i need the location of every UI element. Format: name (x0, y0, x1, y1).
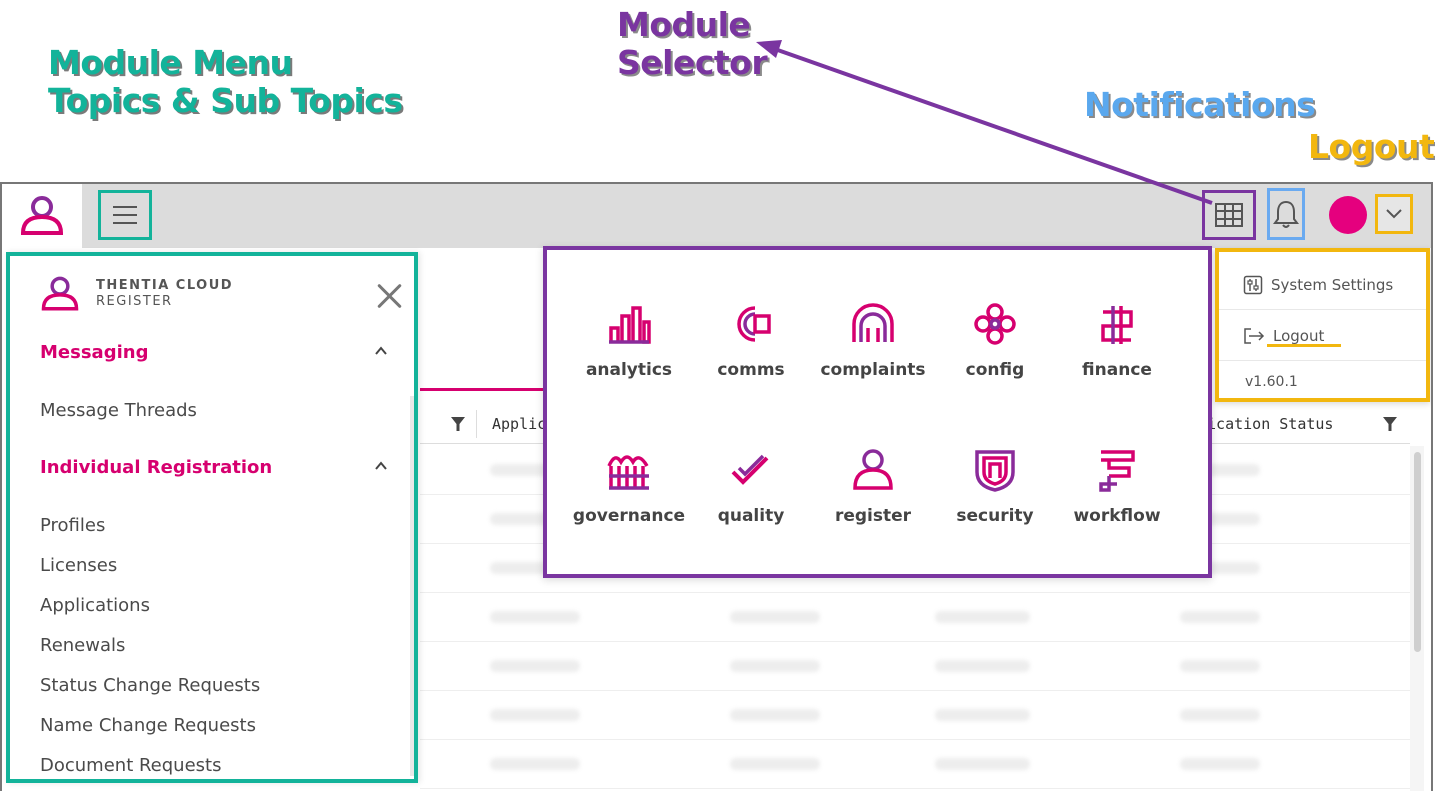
module-tile-comms[interactable]: comms (690, 302, 812, 380)
config-icon (974, 303, 1016, 345)
module-menu-annotation-line1: Module Menu (48, 43, 293, 82)
grid-icon (1215, 203, 1243, 227)
menu-item-status-change-requests[interactable]: Status Change Requests (40, 675, 261, 696)
module-tile-governance[interactable]: governance (568, 448, 690, 526)
sidebar-scrollbar[interactable] (410, 396, 414, 776)
menu-item-document-requests[interactable]: Document Requests (40, 755, 222, 776)
filter-icon[interactable] (1382, 416, 1398, 432)
notifications-button[interactable] (1267, 188, 1305, 240)
menu-item-renewals[interactable]: Renewals (40, 635, 126, 656)
complaints-icon (852, 303, 894, 342)
module-label-workflow: workflow (1073, 506, 1161, 526)
hamburger-icon (113, 206, 137, 208)
menu-group-messaging[interactable]: Messaging (40, 342, 149, 363)
system-settings-menu-item[interactable]: System Settings (1219, 260, 1426, 310)
brand: THENTIA CLOUD REGISTER (40, 274, 233, 314)
app-version: v1.60.1 (1245, 374, 1298, 390)
finance-icon (1101, 306, 1133, 344)
module-tile-quality[interactable]: quality (690, 448, 812, 526)
module-tile-register[interactable]: register (812, 448, 934, 526)
bell-icon (1273, 200, 1299, 228)
governance-icon (607, 455, 649, 490)
notifications-annotation: Notifications (1084, 85, 1316, 124)
logout-highlight (1267, 344, 1341, 347)
chevron-up-icon[interactable] (374, 459, 388, 473)
menu-item-name-change-requests[interactable]: Name Change Requests (40, 715, 256, 736)
module-label-register: register (834, 506, 912, 526)
user-menu-toggle[interactable] (1375, 194, 1413, 234)
active-tab-indicator (420, 388, 550, 391)
close-icon[interactable] (376, 282, 404, 310)
user-dropdown-menu: System Settings Logout v1.60.1 (1215, 248, 1430, 402)
module-tile-finance[interactable]: finance (1056, 302, 1178, 380)
table-row[interactable] (420, 691, 1410, 740)
logout-menu-item[interactable]: Logout (1219, 311, 1426, 361)
menu-item-licenses[interactable]: Licenses (40, 555, 118, 576)
workflow-icon (1099, 450, 1135, 492)
register-icon (853, 449, 893, 490)
module-label-comms: comms (717, 360, 785, 380)
analytics-icon (609, 306, 651, 344)
system-settings-label: System Settings (1271, 275, 1394, 294)
table-row[interactable] (420, 593, 1410, 642)
logout-label: Logout (1273, 326, 1325, 345)
register-person-icon (41, 276, 79, 311)
settings-sliders-icon (1243, 275, 1263, 294)
app-logo[interactable] (2, 184, 82, 248)
module-label-governance: governance (572, 506, 686, 526)
module-label-analytics: analytics (585, 360, 673, 380)
security-icon (975, 450, 1015, 492)
module-selector-annotation-line1: Module (617, 5, 751, 44)
module-menu-annotation-line2: Topics & Sub Topics (48, 80, 403, 120)
register-person-icon (20, 196, 64, 235)
module-selector-annotation-line2: Selector (617, 42, 768, 82)
quality-icon (731, 454, 769, 485)
module-label-security: security (956, 506, 1034, 526)
module-label-complaints: complaints (820, 360, 926, 380)
module-tile-workflow[interactable]: workflow (1056, 448, 1178, 526)
avatar[interactable] (1329, 196, 1367, 234)
module-label-config: config (965, 360, 1025, 380)
table-scrollbar-thumb[interactable] (1414, 452, 1421, 652)
module-selector-annotation: Module Selector (617, 5, 768, 82)
brand-name: THENTIA CLOUD (96, 277, 234, 293)
filter-icon[interactable] (450, 416, 466, 432)
hamburger-menu-button[interactable] (98, 190, 152, 240)
chevron-down-icon (1386, 209, 1402, 219)
module-tile-config[interactable]: config (934, 302, 1056, 380)
comms-icon (737, 306, 771, 342)
table-row[interactable] (420, 740, 1410, 789)
menu-item-message-threads[interactable]: Message Threads (40, 400, 197, 421)
logout-icon (1244, 327, 1265, 344)
menu-item-profiles[interactable]: Profiles (40, 515, 106, 536)
module-label-quality: quality (717, 506, 785, 526)
chevron-up-icon[interactable] (374, 344, 388, 358)
logout-annotation: Logout (1308, 127, 1435, 166)
top-bar (2, 184, 1431, 248)
menu-group-individual-registration[interactable]: Individual Registration (40, 457, 273, 478)
module-menu-sidebar: THENTIA CLOUD REGISTER Messaging Message… (6, 252, 418, 783)
brand-module: REGISTER (96, 294, 173, 309)
app-window: Applic lication Status (0, 182, 1433, 791)
column-header-application[interactable]: Applic (492, 415, 547, 433)
module-tile-complaints[interactable]: complaints (812, 302, 934, 380)
module-label-finance: finance (1082, 360, 1152, 380)
table-row[interactable] (420, 642, 1410, 691)
menu-item-applications[interactable]: Applications (40, 595, 150, 616)
module-tile-analytics[interactable]: analytics (568, 302, 690, 380)
column-header-application-status[interactable]: lication Status (1198, 415, 1334, 433)
module-selector-panel: analytics comms complaints (543, 246, 1212, 578)
module-menu-annotation: Module Menu Topics & Sub Topics (48, 44, 403, 120)
module-selector-button[interactable] (1202, 190, 1256, 240)
module-tile-security[interactable]: security (934, 448, 1056, 526)
